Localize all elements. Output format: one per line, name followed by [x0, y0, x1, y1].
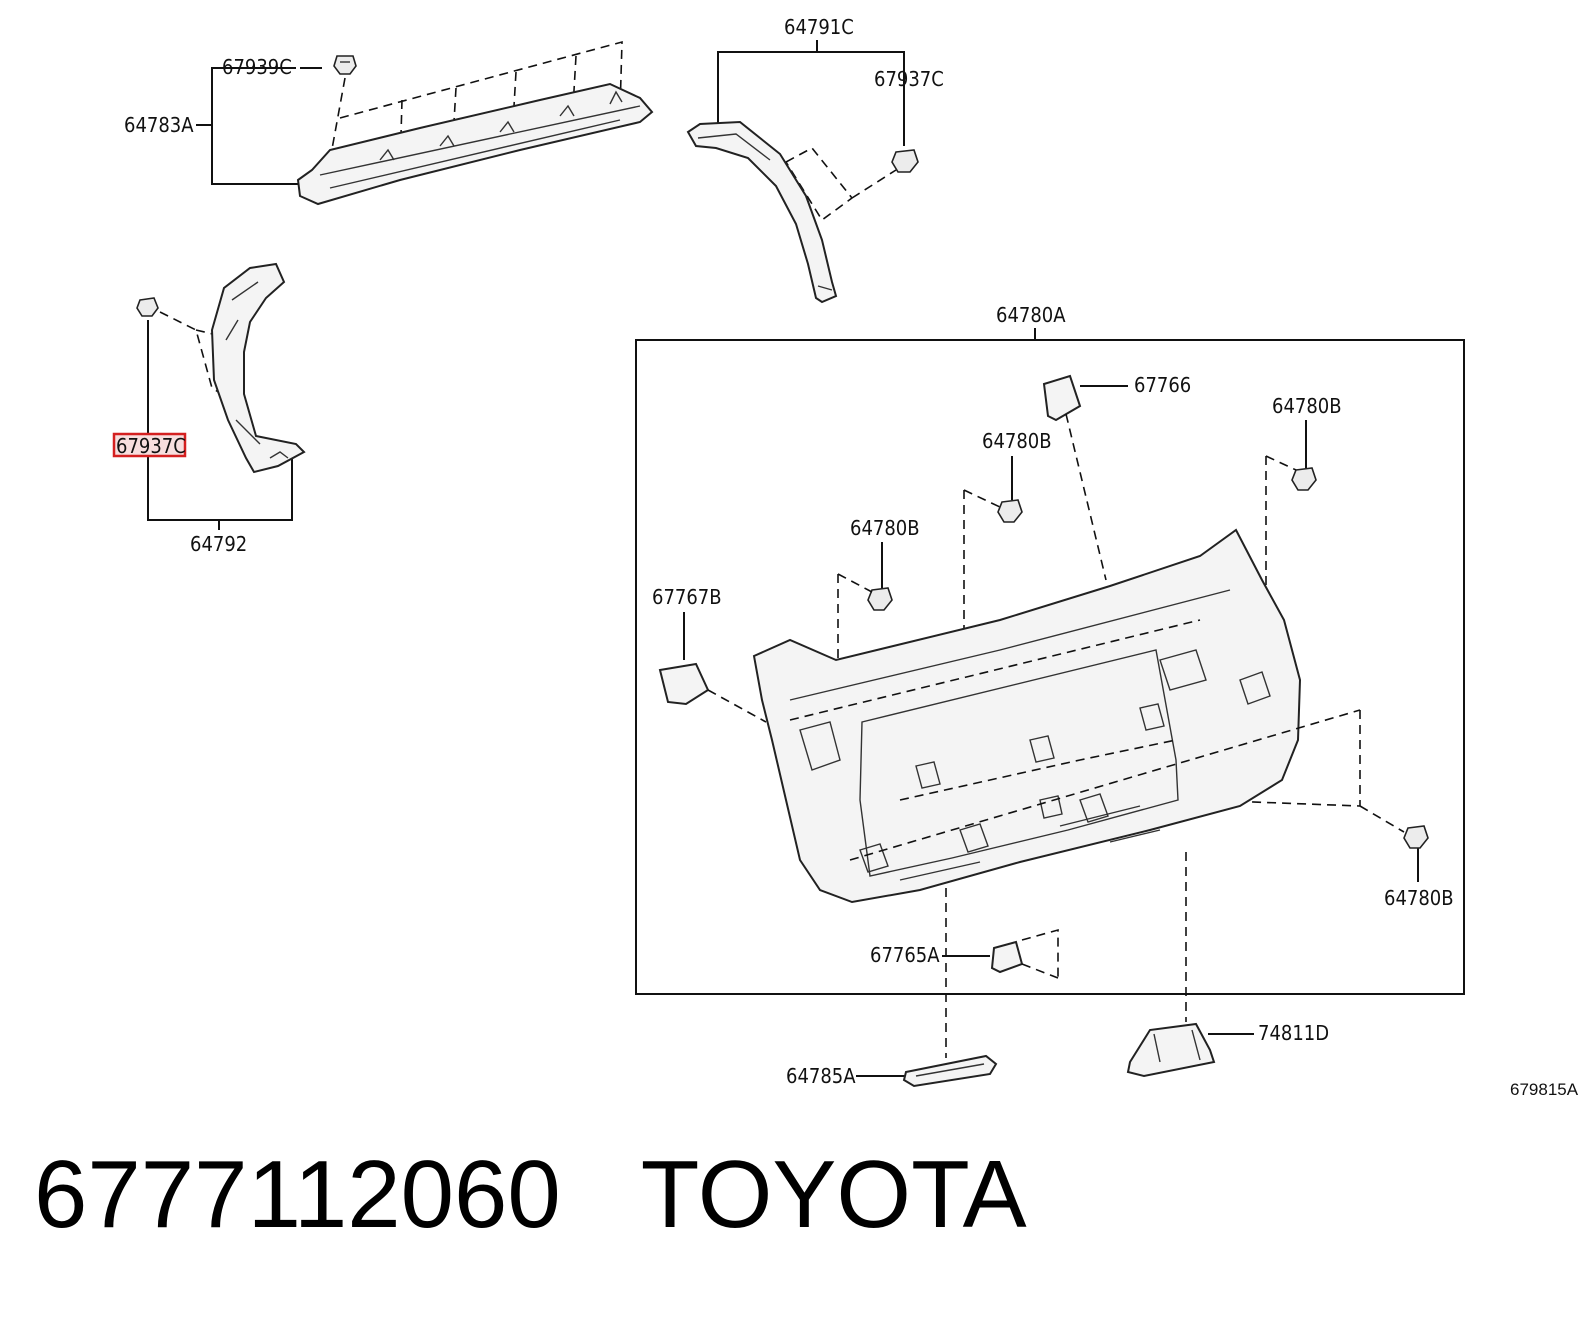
label-67939c[interactable]: 67939C — [222, 55, 292, 79]
label-64780b-1[interactable]: 64780B — [1272, 394, 1342, 418]
highlight-box-67937c — [112, 432, 187, 458]
clip-67937c-icon — [891, 149, 919, 173]
label-67767b[interactable]: 67767B — [652, 585, 722, 609]
clip-64780b-4-icon — [1403, 825, 1429, 849]
part-67765a-cover — [990, 940, 1024, 974]
caption: 6777112060 TOYOTA — [34, 1135, 1027, 1255]
part-64780a-group: 64780A 67766 64780B 64780B 64780B 64780B… — [635, 303, 1465, 1088]
bracket-line-64783a — [211, 67, 330, 185]
label-64780b-3[interactable]: 64780B — [850, 516, 920, 540]
bracket-line-64791c — [717, 51, 905, 146]
part-64783a-group: 67939C 64783A — [124, 40, 654, 206]
label-64780a[interactable]: 64780A — [996, 303, 1066, 327]
box-64780a — [635, 339, 1465, 995]
parts-diagram: 67939C 64783A 64791C 67937C 679 — [112, 15, 1579, 1099]
clip-64780b-3-icon — [867, 587, 893, 611]
part-64791c-group: 64791C 67937C — [686, 15, 944, 304]
part-number: 6777112060 — [34, 1141, 561, 1248]
part-64783a-roof-trim — [296, 82, 654, 206]
clip-64780b-1-icon — [1291, 467, 1317, 491]
part-64792-group: 67937C 64792 — [112, 262, 306, 556]
trim-board-inner-panel — [859, 649, 1179, 877]
clip-64780b-2-icon — [997, 499, 1023, 523]
clip-67937c-left-icon — [136, 297, 159, 317]
label-64792[interactable]: 64792 — [190, 532, 247, 556]
clip-67939c-icon — [333, 55, 357, 75]
label-64783a[interactable]: 64783A — [124, 113, 194, 137]
part-67767b-cover — [658, 662, 710, 706]
label-67766[interactable]: 67766 — [1134, 373, 1191, 397]
part-74811d-lamp — [1126, 1022, 1216, 1078]
label-67765a[interactable]: 67765A — [870, 943, 940, 967]
label-64785a[interactable]: 64785A — [786, 1064, 856, 1088]
label-74811d[interactable]: 74811D — [1258, 1021, 1329, 1045]
label-64780b-4[interactable]: 64780B — [1384, 886, 1454, 910]
part-64792-pillar-trim — [210, 262, 306, 474]
label-64780b-2[interactable]: 64780B — [982, 429, 1052, 453]
brand-name: TOYOTA — [640, 1141, 1027, 1248]
diagram-reference-code: 679815A — [1510, 1080, 1579, 1099]
part-64785a-handle — [902, 1054, 998, 1088]
part-67766-cover — [1042, 374, 1082, 422]
part-64791c-pillar-trim — [686, 120, 838, 304]
part-64780a-trim-board — [752, 528, 1302, 904]
label-67937c-top[interactable]: 67937C — [874, 67, 944, 91]
label-67937c-left-highlighted[interactable]: 67937C — [116, 434, 186, 458]
label-64791c[interactable]: 64791C — [784, 15, 854, 39]
